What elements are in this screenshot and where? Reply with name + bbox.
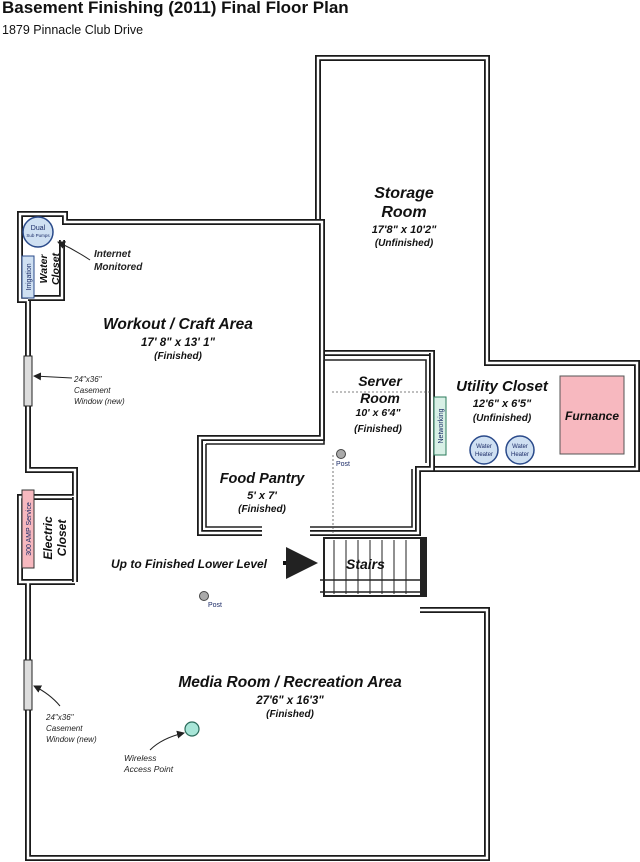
food-pantry-status: (Finished) xyxy=(238,504,286,515)
casement-window-1 xyxy=(23,355,33,407)
media-room-status: (Finished) xyxy=(266,709,314,720)
media-room-size: 27'6" x 16'3" xyxy=(255,695,324,707)
window1-leader-line xyxy=(33,372,73,381)
up-to-lower-level-label: Up to Finished Lower Level xyxy=(111,557,268,571)
water-heater-2-icon xyxy=(505,435,535,465)
window2-leader-line xyxy=(33,685,61,707)
storage-room-status: (Unfinished) xyxy=(375,238,434,249)
server-room-status: (Finished) xyxy=(354,424,402,435)
water-heater-1-label-1: Water xyxy=(476,444,492,450)
dotted-guides xyxy=(332,391,432,533)
networking-panel xyxy=(433,396,447,456)
water-heater-1-icon xyxy=(469,435,499,465)
furnace-unit xyxy=(559,375,625,455)
water-closet-label-1: Water xyxy=(38,254,50,284)
internet-leader-line xyxy=(57,241,91,261)
window2-note-3: Window (new) xyxy=(46,735,97,744)
water-heater-2-label-2: Heater xyxy=(511,452,529,458)
workout-room-status: (Finished) xyxy=(154,351,202,362)
sump-pump-icon xyxy=(22,216,54,248)
wap-note-2: Access Point xyxy=(123,764,174,774)
internet-note-2: Monitored xyxy=(94,262,143,273)
workout-room-size: 17' 8" x 13' 1" xyxy=(141,337,215,349)
window2-note-2: Casement xyxy=(46,724,83,733)
food-pantry-name: Food Pantry xyxy=(220,471,306,487)
server-room-name-1: Server xyxy=(358,373,403,389)
irrigation-label: Irrigation xyxy=(26,263,33,290)
amp-service-label: 300 AMP Service xyxy=(26,502,33,556)
amp-service-panel xyxy=(21,489,35,569)
casement-window-2 xyxy=(23,659,33,711)
post-dot-icon xyxy=(336,449,346,459)
furnace-label: Furnance xyxy=(565,409,619,423)
networking-label: Networking xyxy=(438,408,445,443)
storage-room-name-2: Room xyxy=(381,204,426,221)
sump-label-1: Dual xyxy=(31,225,46,232)
electric-closet-label-1: Electric xyxy=(41,516,55,560)
wap-note-1: Wireless xyxy=(124,753,157,763)
page-address: 1879 Pinnacle Club Drive xyxy=(2,23,144,37)
water-heater-2-label-1: Water xyxy=(512,444,528,450)
storage-room-size: 17'8" x 10'2" xyxy=(372,224,437,236)
window1-note-2: Casement xyxy=(74,386,111,395)
window1-note-1: 24"x36" xyxy=(73,375,103,384)
internet-note-1: Internet xyxy=(94,249,131,260)
walls xyxy=(17,55,640,861)
electric-closet-label-2: Closet xyxy=(55,519,69,557)
server-room-size: 10' x 6'4" xyxy=(355,407,401,419)
window2-note-1: 24"x36" xyxy=(45,713,75,722)
utility-closet-name: Utility Closet xyxy=(456,378,549,395)
media-room-name: Media Room / Recreation Area xyxy=(178,674,402,691)
utility-closet-status: (Unfinished) xyxy=(473,413,532,424)
server-room-name-2: Room xyxy=(360,390,400,406)
water-closet-label-2: Closet xyxy=(50,252,62,285)
sump-label-2: Sub Pumps xyxy=(26,233,50,238)
storage-room-name-1: Storage xyxy=(374,185,434,202)
utility-closet-size: 12'6" x 6'5" xyxy=(473,398,532,410)
post-label-2: Post xyxy=(208,602,222,609)
page-title: Basement Finishing (2011) Final Floor Pl… xyxy=(2,0,349,17)
stairs-label: Stairs xyxy=(346,556,385,572)
irrigation-panel xyxy=(21,255,35,299)
wireless-access-point-icon xyxy=(184,721,200,737)
post-label-1: Post xyxy=(336,461,350,468)
wap-leader-line xyxy=(149,730,185,751)
workout-room-name: Workout / Craft Area xyxy=(103,316,253,333)
post-dot-icon xyxy=(199,591,209,601)
stairs xyxy=(320,537,427,597)
window1-note-3: Window (new) xyxy=(74,397,125,406)
water-heater-1-label-2: Heater xyxy=(475,452,493,458)
food-pantry-size: 5' x 7' xyxy=(247,490,277,502)
